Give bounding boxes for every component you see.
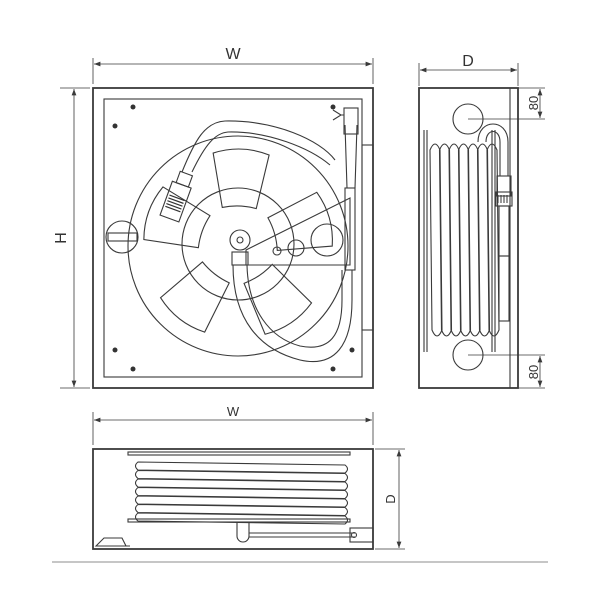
valve-body: [343, 107, 359, 135]
axle-pin: [236, 236, 244, 244]
hose-clamp: [231, 251, 249, 266]
valve-handle: [332, 109, 344, 121]
reel-spoke-windows: [143, 148, 333, 335]
reel-axle: [229, 229, 251, 251]
side-view: 80 80 D: [418, 53, 545, 389]
valve-pipe: [344, 187, 356, 271]
hinge-strip: [361, 144, 374, 331]
spoke-window: [243, 263, 313, 335]
reel-bracket: [245, 197, 351, 266]
hose-nozzle: [159, 170, 194, 223]
door-handle-grip: [107, 232, 138, 242]
bottom-offset-label: 80: [526, 365, 541, 379]
side-cabinet-frame: [418, 87, 519, 389]
top-handle: [94, 537, 130, 547]
side-nozzle: [496, 175, 512, 197]
top-valve: [349, 527, 374, 543]
bracket-hole-large: [310, 223, 344, 257]
top-hose-coil: [134, 461, 349, 525]
hose-lower-outer: [232, 264, 353, 362]
coil-loop: [486, 143, 500, 337]
coil-loop: [134, 512, 349, 525]
front-view: [92, 87, 374, 389]
cabinet-outer-frame: [92, 87, 374, 389]
front-height-label: H: [53, 232, 70, 244]
front-height-dimension: H: [53, 87, 90, 389]
top-hose-end: [236, 522, 250, 543]
top-cabinet-frame: [92, 448, 374, 550]
front-width-dimension: W: [92, 46, 374, 84]
side-depth-label: D: [462, 53, 474, 70]
top-depth-label: D: [383, 494, 398, 503]
spoke-window: [143, 186, 211, 249]
hose-upper-inner: [191, 131, 331, 173]
top-view: W D: [92, 404, 405, 550]
cabinet-door: [103, 98, 363, 378]
reel-drum: [127, 135, 349, 357]
side-hose-coil: [429, 143, 500, 337]
bracket-hole-small: [272, 246, 282, 256]
door-handle: [105, 220, 139, 254]
bracket-hole-medium: [287, 239, 305, 257]
mounting-holes: [112, 104, 355, 372]
front-width-label: W: [225, 46, 241, 63]
spoke-window: [267, 191, 333, 252]
valve-riser: [344, 124, 358, 189]
side-hose-loop: [477, 123, 509, 176]
top-offset-label: 80: [526, 96, 541, 110]
spoke-window: [159, 261, 230, 333]
spoke-window: [212, 148, 270, 210]
top-width-label: W: [227, 404, 240, 419]
hose-upper-outer: [181, 120, 336, 173]
hose-lower-inner: [246, 264, 343, 348]
reel-hub-ring: [181, 187, 295, 301]
